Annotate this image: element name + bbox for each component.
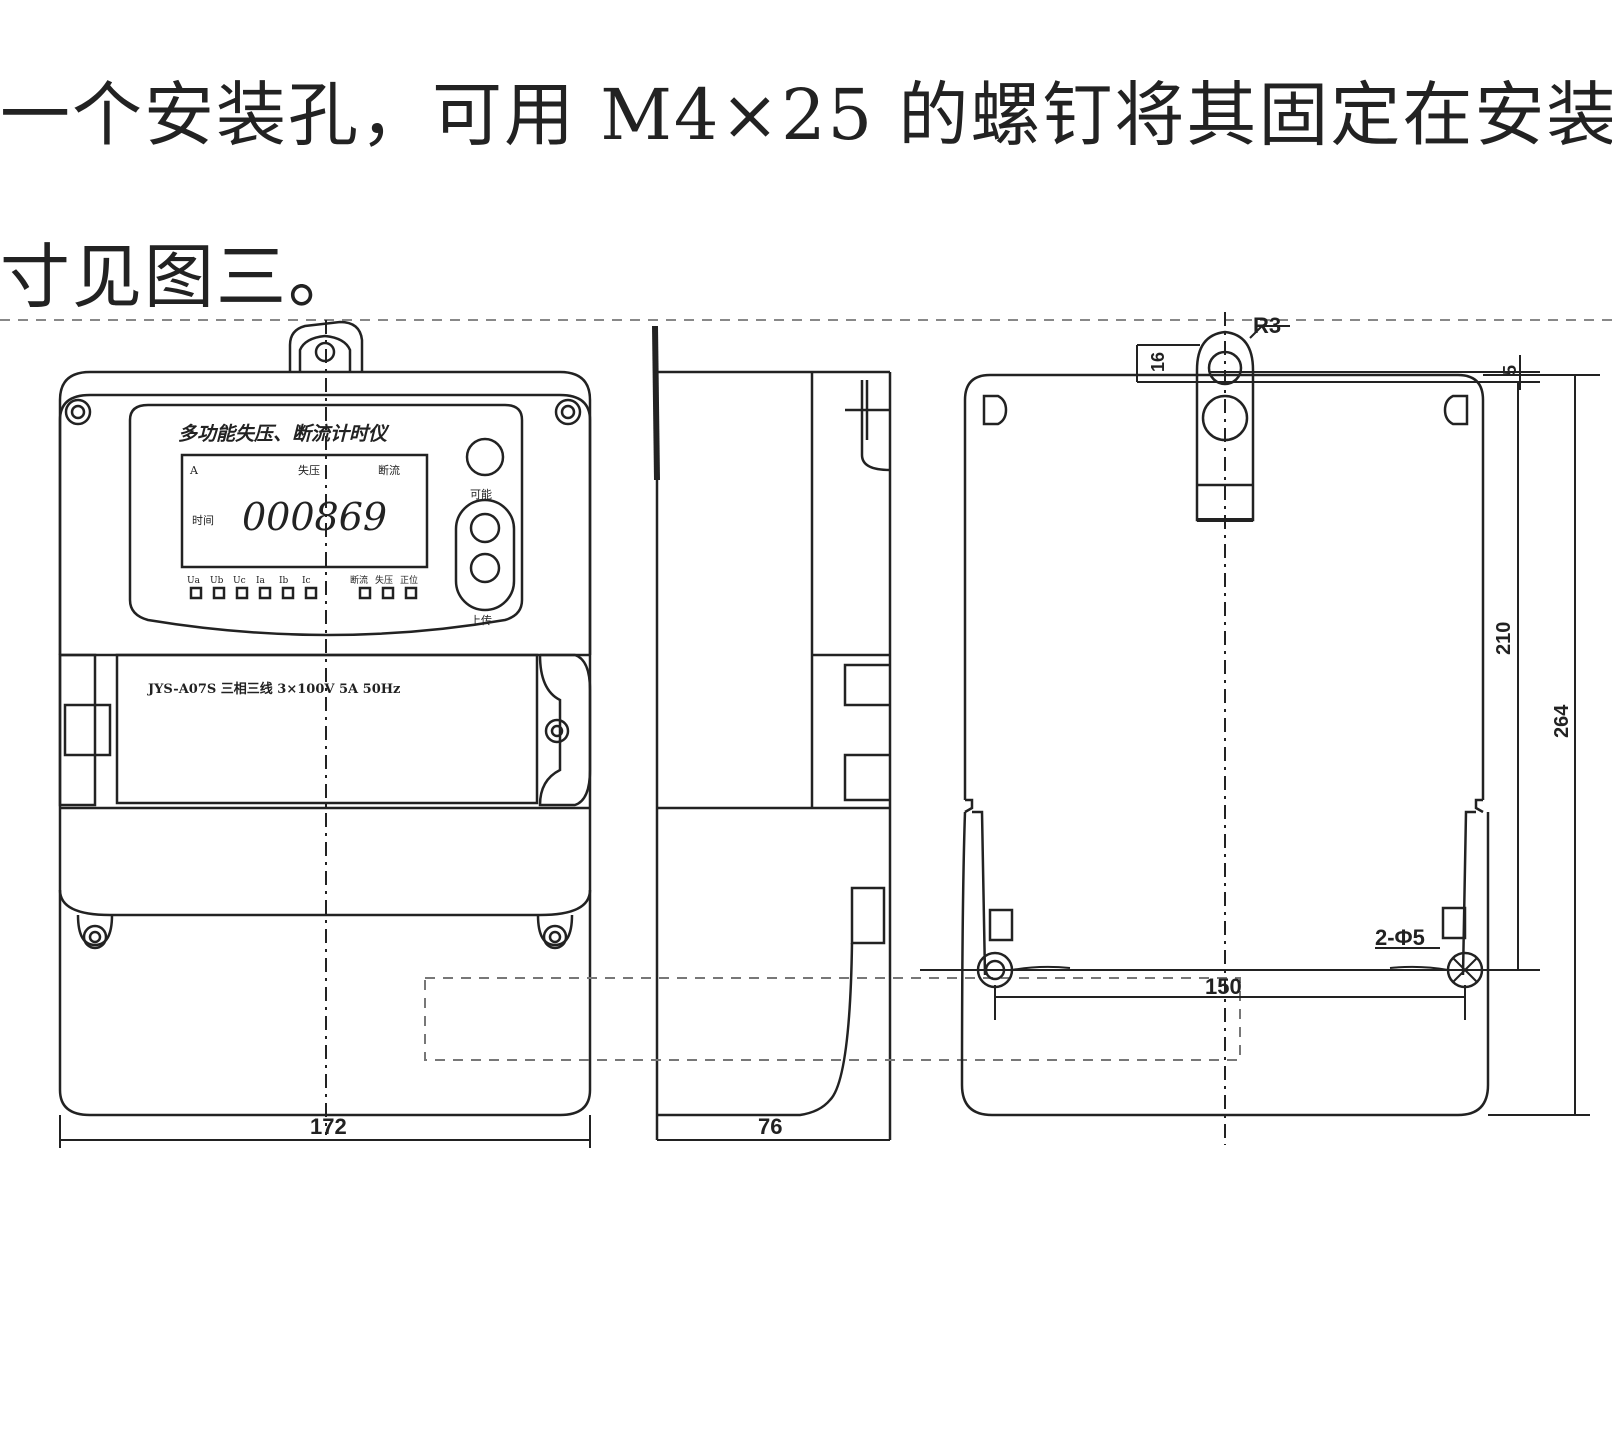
indicator-label: Ia [256,576,266,586]
hole-size-label: 2-Φ5 [1375,925,1425,950]
seal-screw [544,718,570,744]
display-panel [128,403,524,637]
nameplate-frame [115,653,539,805]
depth-dimension-label: 76 [758,1114,782,1139]
lcd-label-a: A [189,464,199,477]
front-view [58,320,592,1148]
button-top-label: 可能 [470,487,492,501]
indicator-label: Ub [210,576,224,586]
screw-bottom-left [82,924,108,950]
lcd-screen [180,453,429,569]
overall-height-label: 264 [1551,704,1573,738]
side-view [652,325,892,1141]
lcd-label-shiya: 失压 [298,464,320,477]
front-body-outline [58,370,592,1117]
lcd-label-shijian: 时间 [192,514,214,527]
screw-top-left [64,398,92,426]
indicator-label: 断流 [350,574,368,586]
rear-slot-left [982,394,1008,426]
screw-top-right [554,398,582,426]
indicator-label: Ib [279,576,289,586]
meter-title: 多功能失压、断流计时仪 [178,423,390,445]
rear-slot-right [1443,394,1469,426]
upload-button [469,552,501,584]
indicator-label: 失压 [375,574,393,586]
indicator-label-group: Ua Ub Uc Ia Ib Ic 断流失压正位 [187,574,418,586]
indicator-led-row [189,586,418,600]
indicator-label: Ic [302,576,311,586]
intro-text-line-2: 寸见图三。 [0,236,360,318]
page-button [469,512,501,544]
terminal-cover-top [58,889,592,917]
lcd-label-duanliu: 断流 [378,463,400,477]
right-latch [538,653,592,807]
hole-width-label: 150 [1205,974,1242,999]
button-capsule [454,498,516,612]
side-terminal-cover [657,942,854,1117]
front-hanger [288,320,364,372]
indicator-label: 正位 [400,574,418,586]
lcd-reading: 000869 [242,495,387,539]
rear-view [920,312,1600,1145]
rear-bottom-outline [960,811,1490,1117]
radius-label: R3 [1253,313,1281,338]
hook-dimension-label: 16 [1148,352,1168,372]
rear-small-window-left [988,908,1014,942]
side-terminal-tab [850,886,886,945]
left-latch [58,653,97,807]
button-bottom-label: 上传 [470,614,492,627]
screw-bottom-right [542,924,568,950]
hole-spacing-label: 210 [1493,622,1515,655]
front-hanger-inner [298,334,352,372]
rear-small-window-right [1441,906,1467,940]
indicator-label: Uc [233,576,246,586]
nameplate-text: JYS-A07S 三相三线 3×100V 5A 50Hz [147,681,400,697]
width-dimension-label: 172 [310,1114,347,1139]
round-indicator [465,437,505,477]
top-offset-dimension-label: 5 [1500,365,1520,375]
install-area-dashed-box [424,977,1241,1061]
intro-text-line-1: 一个安装孔，可用 M4×25 的螺钉将其固定在安装 [0,74,1612,156]
front-upper-cover [58,393,592,655]
indicator-label: Ua [187,576,201,586]
